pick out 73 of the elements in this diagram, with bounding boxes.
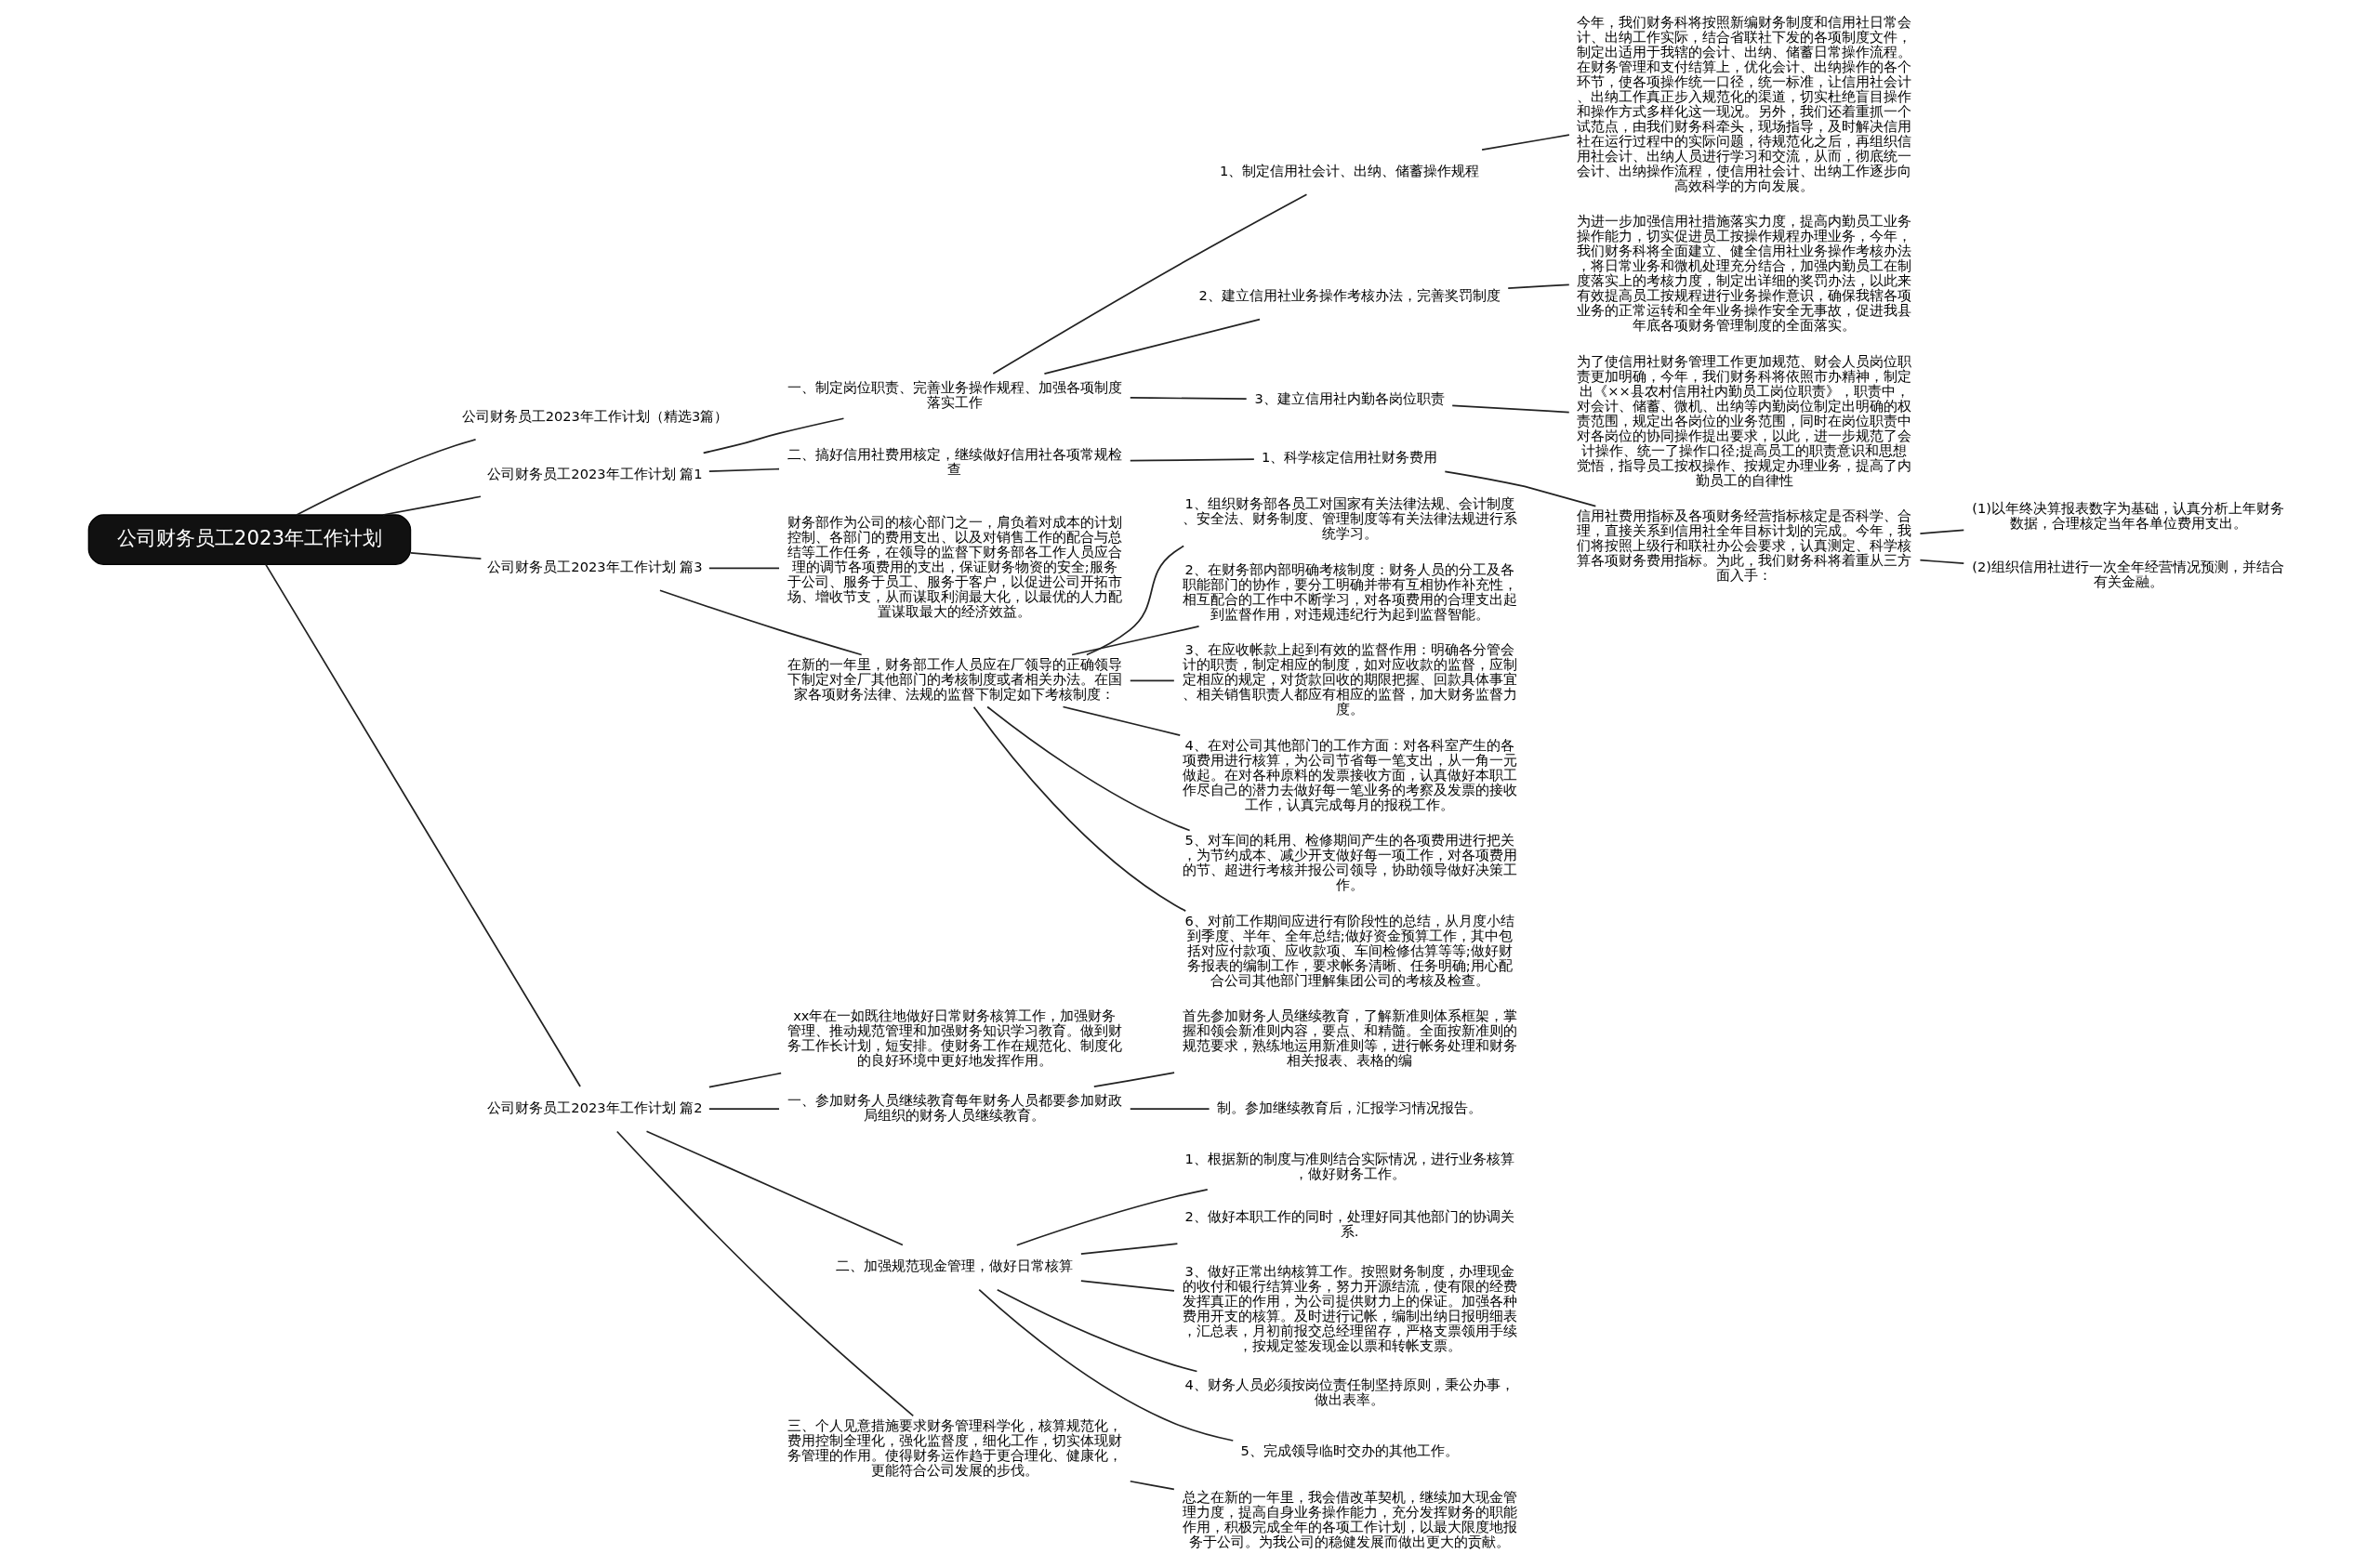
node-text: 1、科学核定信用社财务费用 — [1261, 448, 1437, 465]
connector — [1450, 404, 1570, 414]
connector — [707, 467, 780, 473]
node-text: (1)以年终决算报表数字为基础，认真分析上年财务数据，合理核定当年各单位费用支出。 — [1971, 500, 2284, 532]
connector — [1043, 318, 1261, 375]
node-text: 2、在财务部内部明确考核制度：财务人员的分工及各职能部门的协作，要分工明确并带有互相协作补充性，相互配合的工作中不断学习，对各项费用的合理支出起到监督作用，对违规违纪行为起到监督智能。 — [1182, 560, 1517, 622]
node-text: 3、在应收帐款上起到有效的监督作用：明确各分管会计的职责，制定相应的制度，如对应收款的监督，应制定相应的规定，对货款回收的期限把握、回款具体事宜、相关销售职责人都应有相应的监督，加大财务监督力度。 — [1182, 641, 1517, 718]
node-text: 1、组织财务部各员工对国家有关法律法规、会计制度、安全法、财务制度、管理制度等有关法律法规进行系统学习。 — [1182, 495, 1517, 542]
connector — [1085, 545, 1184, 656]
connector — [615, 1130, 914, 1417]
connector — [991, 193, 1307, 375]
node-text: 5、完成领导临时交办的其他工作。 — [1239, 1442, 1459, 1458]
node-text: xx年在一如既往地做好日常财务核算工作，加强财务管理、推动规范管理和加强财务知识学习教育。做到财务工作长计划，短安排。使财务工作在规范化、制度化的良好环境中更好地发挥作用。 — [787, 1007, 1122, 1069]
node-text: 一、制定岗位职责、完善业务操作规程、加强各项制度落实工作 — [787, 378, 1122, 410]
connector — [702, 417, 844, 454]
node-text: 二、加强规范现金管理，做好日常核算 — [835, 1258, 1073, 1274]
connector — [977, 1288, 1234, 1442]
node-text: 1、制定信用社会计、出纳、储蓄操作规程 — [1219, 162, 1479, 178]
node-text: (2)组织信用社进行一次全年经营情况预测，并结合有关金融。 — [1971, 559, 2284, 589]
node-text: 公司财务员工2023年工作计划 篇3 — [486, 559, 703, 575]
connector — [1129, 679, 1175, 682]
connector — [381, 495, 482, 516]
connector — [707, 1072, 782, 1088]
node-text: 公司财务员工2023年工作计划（精选3篇） — [461, 407, 728, 424]
connector — [1092, 1072, 1175, 1088]
connector — [707, 567, 780, 570]
connector — [295, 438, 476, 516]
connector — [972, 705, 1186, 912]
node-text: 1、根据新的制度与准则结合实际情况，进行业务核算，做好财务工作。 — [1183, 1150, 1514, 1181]
connector — [1480, 134, 1570, 151]
connector — [645, 1130, 904, 1246]
node-text: 三、个人见意措施要求财务管理科学化，核算规范化，费用控制全理化，强化监督度，细化工作，切实体现财务管理的作用。使得财务运作趋于更合理化、健康化，更能符合公司发展的步伐。 — [787, 1417, 1122, 1479]
connector — [1919, 529, 1964, 534]
connector — [264, 563, 581, 1087]
connector — [707, 1108, 780, 1111]
node-text: 2、建立信用社业务操作考核办法，完善奖罚制度 — [1197, 287, 1501, 304]
node-text: 制。参加继续教育后，汇报学习情况报告。 — [1216, 1099, 1482, 1115]
node-text: 为进一步加强信用社措施落实力度，提高内勤员工业务操作能力，切实促进员工按操作规程办理业务，今年，我们财务科将全面建立、健全信用社业务操作考核办法，将日常业务和微机处理充分结合，加强内勤员工在制度落实上的考核力度，制定出详细的奖罚办法，以此来有效提高员工按规程进行业务操作意识，确保我辖各项业务的正常运转和全年业务操作安全无事故，促进我县年底各项财务管理制度的全面落实。 — [1576, 213, 1911, 334]
node-text: 6、对前工作期间应进行有阶段性的总结，从月度小结到季度、半年、全年总结;做好资金预算工作，其中包括对应付款项、应收款项、车间检修估算等等;做好财务报表的编制工作，要求帐务清晰、任务明确;用心配合公司其他部门理解集团公司的考核及检查。 — [1183, 912, 1514, 988]
node-text: 3、做好正常出纳核算工作。按照财务制度，办理现金的收付和银行结算业务，努力开源结流，使有限的经费发挥真正的作用，为公司提供财力上的保证。加强各种费用开支的核算。及时进行记帐，编制出纳日报明细表，汇总表，月初前报交总经理留存，严格支票领用手续，按规定签发现金以票和转帐支票。 — [1182, 1262, 1517, 1353]
connector — [996, 1288, 1197, 1373]
node-text: 4、财务人员必须按岗位责任制坚持原则，秉公办事，做出表率。 — [1183, 1376, 1514, 1408]
connector — [1506, 283, 1570, 289]
node-text: 首先参加财务人员继续教育，了解新准则体系框架，掌握和领会新准则内容，要点、和精髓。全面按新准则的规范要求，熟练地运用新准则等，进行帐务处理和财务相关报表、表格的编 — [1182, 1007, 1517, 1069]
connector — [658, 589, 863, 656]
node-box: 公司财务员工2023年工作计划 — [87, 514, 411, 565]
node-text: 一、参加财务人员继续教育每年财务人员都要参加财政局组织的财务人员继续教育。 — [787, 1091, 1122, 1123]
connector — [1129, 1108, 1210, 1111]
node-text: 2、做好本职工作的同时，处理好同其他部门的协调关系. — [1183, 1208, 1514, 1240]
node-text: 公司财务员工2023年工作计划 篇2 — [486, 1099, 703, 1115]
connector — [1015, 1188, 1209, 1246]
connector — [1070, 625, 1199, 656]
node-text: 4、在对公司其他部门的工作方面：对各科室产生的各项费用进行核算，为公司节省每一笔支出，从一角一元做起。在对各种原料的发票接收方面，认真做好本职工作尽自己的潜力去做好每一笔业务的考察及发票的接收工作，认真完成每月的报税工作。 — [1182, 736, 1517, 812]
node-text: 5、对车间的耗用、检修期间产生的各项费用进行把关，为节约成本、减少开支做好每一项工作，对各项费用的节、超进行考核并报公司领导，协助领导做好决策工作。 — [1182, 832, 1517, 893]
connector — [1919, 559, 1964, 565]
node-text: 信用社费用指标及各项财务经营指标核定是否科学、合理，直接关系到信用社全年目标计划的完成。今年，我们将按照上级行和联社办公会要求，认真测定、科学核算各项财务费用指标。为此，我们财务科将着重从三方面入手： — [1576, 507, 1911, 584]
connector — [1443, 470, 1596, 507]
connector — [1129, 397, 1248, 400]
connector — [1079, 1280, 1175, 1292]
connector — [985, 705, 1191, 832]
node-text: 总之在新的一年里，我会借改革契机，继续加大现金管理力度，提高自身业务操作能力，充分发挥财务的职能作用，积极完成全年的各项工作计划，以最大限度地报务于公司。为我公司的稳健发展而做出更大的贡献。 — [1182, 1489, 1517, 1550]
connector — [1062, 705, 1181, 736]
node-text: 二、搞好信用社费用核定，继续做好信用社各项常规检查 — [787, 445, 1122, 477]
node-text: 财务部作为公司的核心部门之一，肩负着对成本的计划控制、各部门的费用支出、以及对销售工作的配合与总结等工作任务，在领导的监督下财务部各工作人员应合理的调节各项费用的支出，保证财务物资的安全;服务于公司、服务于员工、服务于客户，以促进公司开拓市场、增收节支，从而谋取利润最大化，以最优的人力配置谋取最大的经济效益。 — [787, 514, 1122, 619]
node-text: 为了使信用社财务管理工作更加规范、财会人员岗位职责更加明确，今年，我们财务科将依照市办精神，制定出《××县农村信用社内勤员工岗位职责》，职责中，对会计、储蓄、微机、出纳等内勤岗位制定出明确的权责范围，规定出各岗位的业务范围，同时在岗位职责中对各岗位的协同操作提出要求，以此，进一步规范了会计操作、统一了操作口径;提高员工的职责意识和思想觉悟，指导员工按权操作、按规定办理业务，提高了内勤员工的自律性 — [1576, 352, 1911, 488]
connector — [1079, 1243, 1178, 1256]
connector — [1129, 458, 1255, 462]
node-text: 在新的一年里，财务部工作人员应在厂领导的正确领导下制定对全厂其他部门的考核制度或者相关办法。在国家各项财务法律、法规的监督下制定如下考核制度： — [787, 656, 1122, 703]
connector — [1129, 1480, 1175, 1491]
node-text: 公司财务员工2023年工作计划 篇1 — [486, 466, 703, 482]
connector — [409, 552, 482, 560]
node-text: 今年，我们财务科将按照新编财务制度和信用社日常会计、出纳工作实际，结合省联社下发的各项制度文件，制定出适用于我辖的会计、出纳、储蓄日常操作流程。在财务管理和支付结算上，优化会计、出纳操作的各个环节，使各项操作统一口径，统一标准，让信用社会计、出纳工作真正步入规范化的渠道，切实杜绝盲目操作和操作方式多样化这一现况。另外，我们还着重抓一个试范点，由我们财务科牵头，现场指导，及时解决信用社在运行过程中的实际问题，待规范化之后，再组织信用社会计、出纳人员进行学习和交流，从而，彻底统一会计、出纳操作流程，使信用社会计、出纳工作逐步向高效科学的方向发展。 — [1576, 14, 1911, 193]
node-text: 3、建立信用社内勤各岗位职责 — [1253, 389, 1445, 406]
